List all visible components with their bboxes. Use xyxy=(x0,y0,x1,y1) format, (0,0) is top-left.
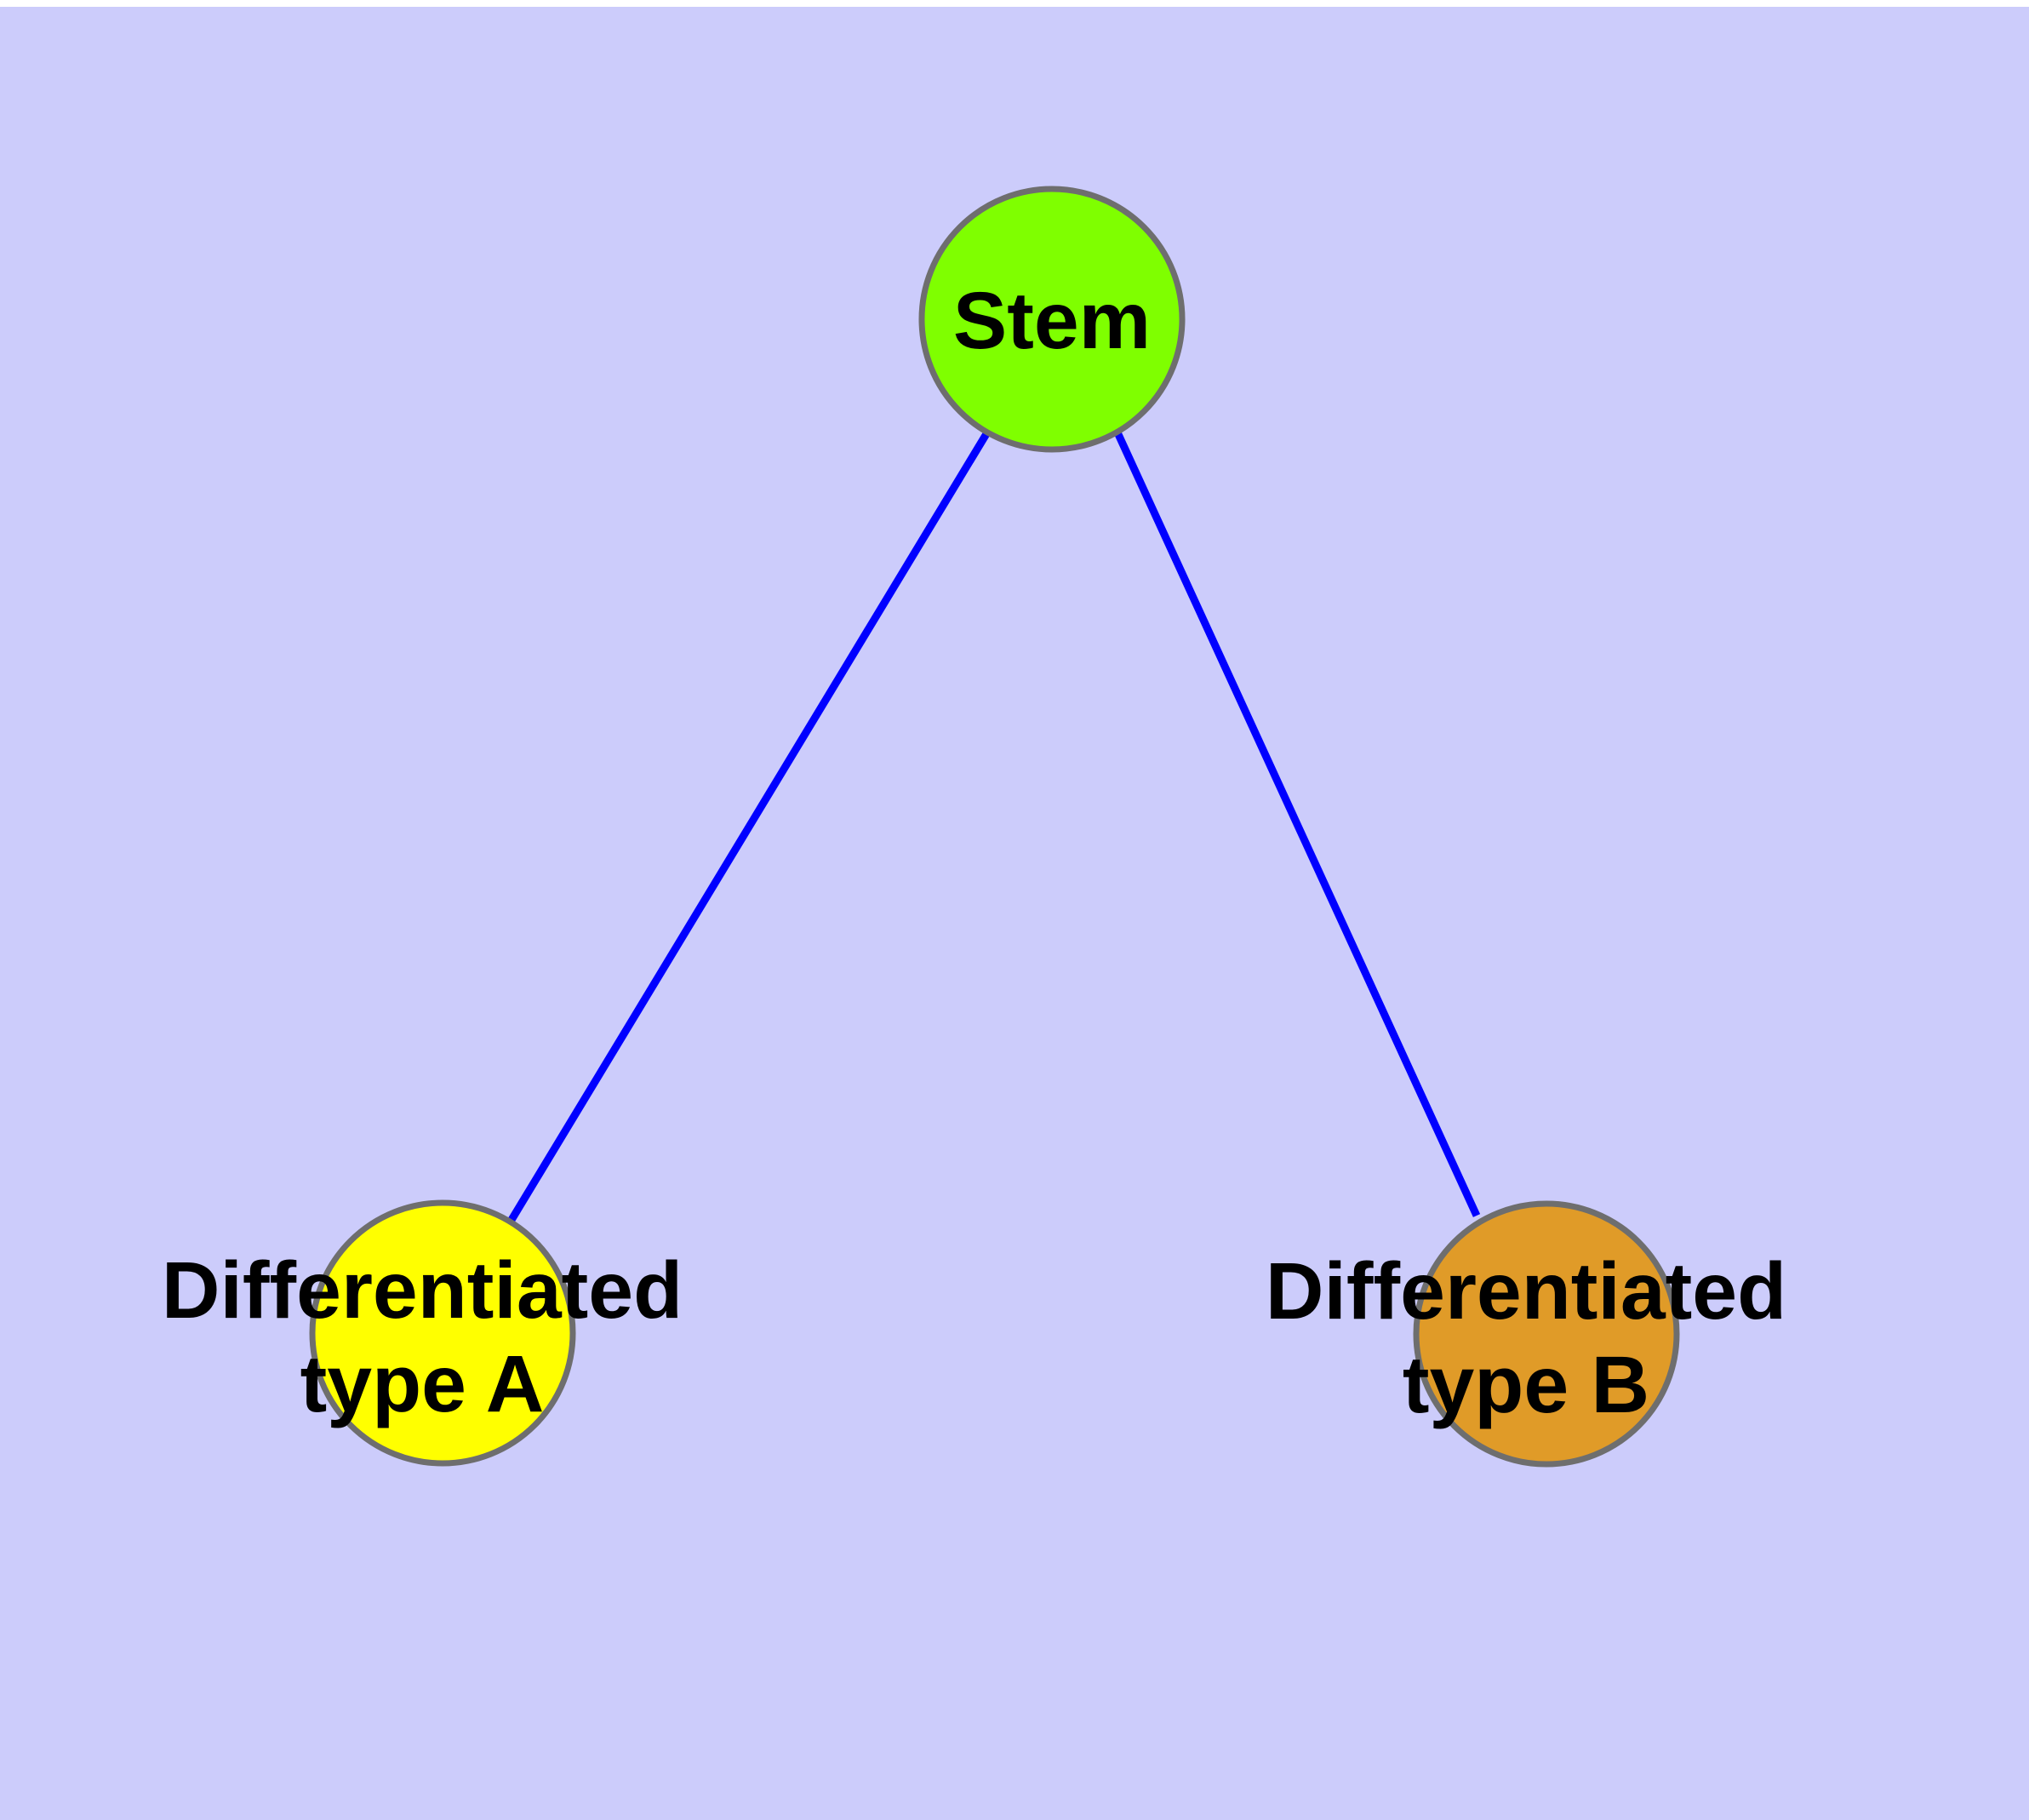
node-differentiated-type-a-circle[interactable] xyxy=(309,1199,576,1467)
node-differentiated-type-a-label-line2: type A xyxy=(300,1339,545,1429)
edge-layer xyxy=(508,430,1481,1222)
edge-stem-to-differentiated-a[interactable] xyxy=(508,430,991,1222)
label-layer: Stem Differentiated type A Differentiate… xyxy=(162,276,1786,1430)
node-differentiated-type-b-label-line1: Differentiated xyxy=(1266,1246,1786,1336)
node-differentiated-type-b[interactable] xyxy=(1413,1200,1680,1468)
node-differentiated-type-a[interactable] xyxy=(309,1199,576,1467)
edge-stem-to-differentiated-b[interactable] xyxy=(1113,431,1481,1217)
node-differentiated-type-b-circle[interactable] xyxy=(1413,1200,1680,1468)
node-layer xyxy=(309,186,1680,1468)
node-differentiated-type-a-label-line1: Differentiated xyxy=(162,1245,683,1336)
node-differentiated-type-b-label-line2: type B xyxy=(1403,1340,1649,1430)
node-stem[interactable] xyxy=(918,186,1186,453)
node-stem-label: Stem xyxy=(953,276,1151,366)
node-stem-circle[interactable] xyxy=(918,186,1186,453)
